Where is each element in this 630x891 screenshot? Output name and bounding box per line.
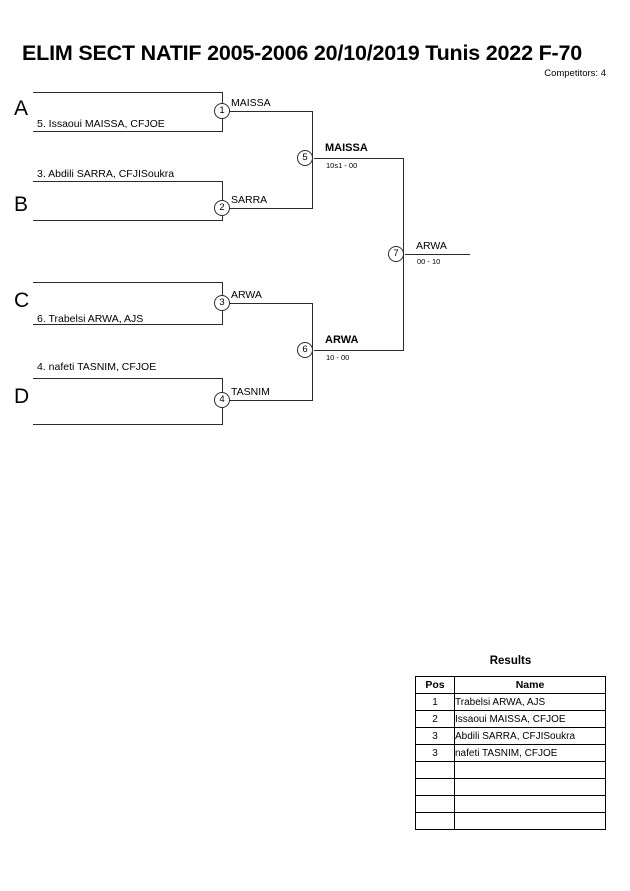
match-score-6: 10 - 00: [326, 353, 350, 362]
results-title: Results: [489, 655, 532, 667]
match-winner-1: MAISSA: [231, 97, 271, 109]
round1-out-1: [224, 111, 313, 112]
slot-line-b2: [33, 220, 223, 221]
result-pos: 2: [415, 710, 455, 728]
slot-line-a2: [33, 131, 223, 132]
result-pos: [415, 761, 455, 779]
entrant-name-4: 4. nafeti TASNIM, CFJOE: [37, 361, 157, 373]
match-winner-3: ARWA: [231, 289, 262, 301]
match-circle-2[interactable]: 2: [214, 200, 230, 216]
result-pos: [415, 812, 455, 830]
results-col-name: Name: [454, 676, 606, 694]
match-winner-2: SARRA: [231, 194, 268, 206]
match-winner-4: TASNIM: [231, 386, 270, 398]
slot-line-d1: [33, 378, 223, 379]
match-circle-5[interactable]: 5: [297, 150, 313, 166]
match-circle-3[interactable]: 3: [214, 295, 230, 311]
results-table: Pos Name 1 Trabelsi ARWA, AJS 2 Issaoui …: [415, 676, 606, 830]
page-title: ELIM SECT NATIF 2005-2006 20/10/2019 Tun…: [22, 41, 583, 65]
table-row: 1 Trabelsi ARWA, AJS: [415, 693, 606, 711]
group-label-b: B: [14, 193, 29, 216]
group-label-a: A: [14, 97, 29, 120]
semifinal-out-6: [314, 350, 404, 351]
table-row: 2 Issaoui MAISSA, CFJOE: [415, 710, 606, 728]
results-header-row: Pos Name: [415, 676, 606, 694]
table-row: 3 nafeti TASNIM, CFJOE: [415, 744, 606, 762]
match-score-7: 00 - 10: [417, 257, 441, 266]
group-label-d: D: [14, 385, 30, 408]
slot-line-c2: [33, 324, 223, 325]
match-circle-4[interactable]: 4: [214, 392, 230, 408]
results-col-pos: Pos: [415, 676, 455, 694]
round1-out-3: [224, 303, 313, 304]
result-name: Trabelsi ARWA, AJS: [454, 693, 606, 711]
match-score-5: 10s1 - 00: [326, 161, 358, 170]
result-name: [454, 812, 606, 830]
round1-out-4: [224, 400, 313, 401]
table-row: [415, 778, 606, 796]
slot-line-a1: [33, 92, 223, 93]
table-row: [415, 761, 606, 779]
slot-line-d2: [33, 424, 223, 425]
match-winner-7: ARWA: [416, 240, 447, 252]
result-pos: 3: [415, 727, 455, 745]
result-pos: 3: [415, 744, 455, 762]
match-circle-7[interactable]: 7: [388, 246, 404, 262]
result-name: nafeti TASNIM, CFJOE: [454, 744, 606, 762]
entrant-name-1: 5. Issaoui MAISSA, CFJOE: [37, 118, 165, 130]
result-name: Abdili SARRA, CFJISoukra: [454, 727, 606, 745]
result-pos: [415, 778, 455, 796]
competitors-count: Competitors: 4: [544, 68, 606, 79]
result-pos: [415, 795, 455, 813]
result-pos: 1: [415, 693, 455, 711]
entrant-name-3: 6. Trabelsi ARWA, AJS: [37, 313, 144, 325]
match-circle-1[interactable]: 1: [214, 103, 230, 119]
semifinal-out-5: [314, 158, 404, 159]
match-winner-6: ARWA: [325, 334, 359, 346]
slot-line-b1: [33, 181, 223, 182]
group-label-c: C: [14, 289, 30, 312]
final-out: [405, 254, 470, 255]
table-row: [415, 795, 606, 813]
match-circle-6[interactable]: 6: [297, 342, 313, 358]
table-row: [415, 812, 606, 830]
entrant-name-2: 3. Abdili SARRA, CFJISoukra: [37, 168, 175, 180]
result-name: [454, 795, 606, 813]
table-row: 3 Abdili SARRA, CFJISoukra: [415, 727, 606, 745]
result-name: [454, 778, 606, 796]
slot-line-c1: [33, 282, 223, 283]
result-name: Issaoui MAISSA, CFJOE: [454, 710, 606, 728]
round1-out-2: [224, 208, 313, 209]
result-name: [454, 761, 606, 779]
match-winner-5: MAISSA: [325, 142, 368, 154]
